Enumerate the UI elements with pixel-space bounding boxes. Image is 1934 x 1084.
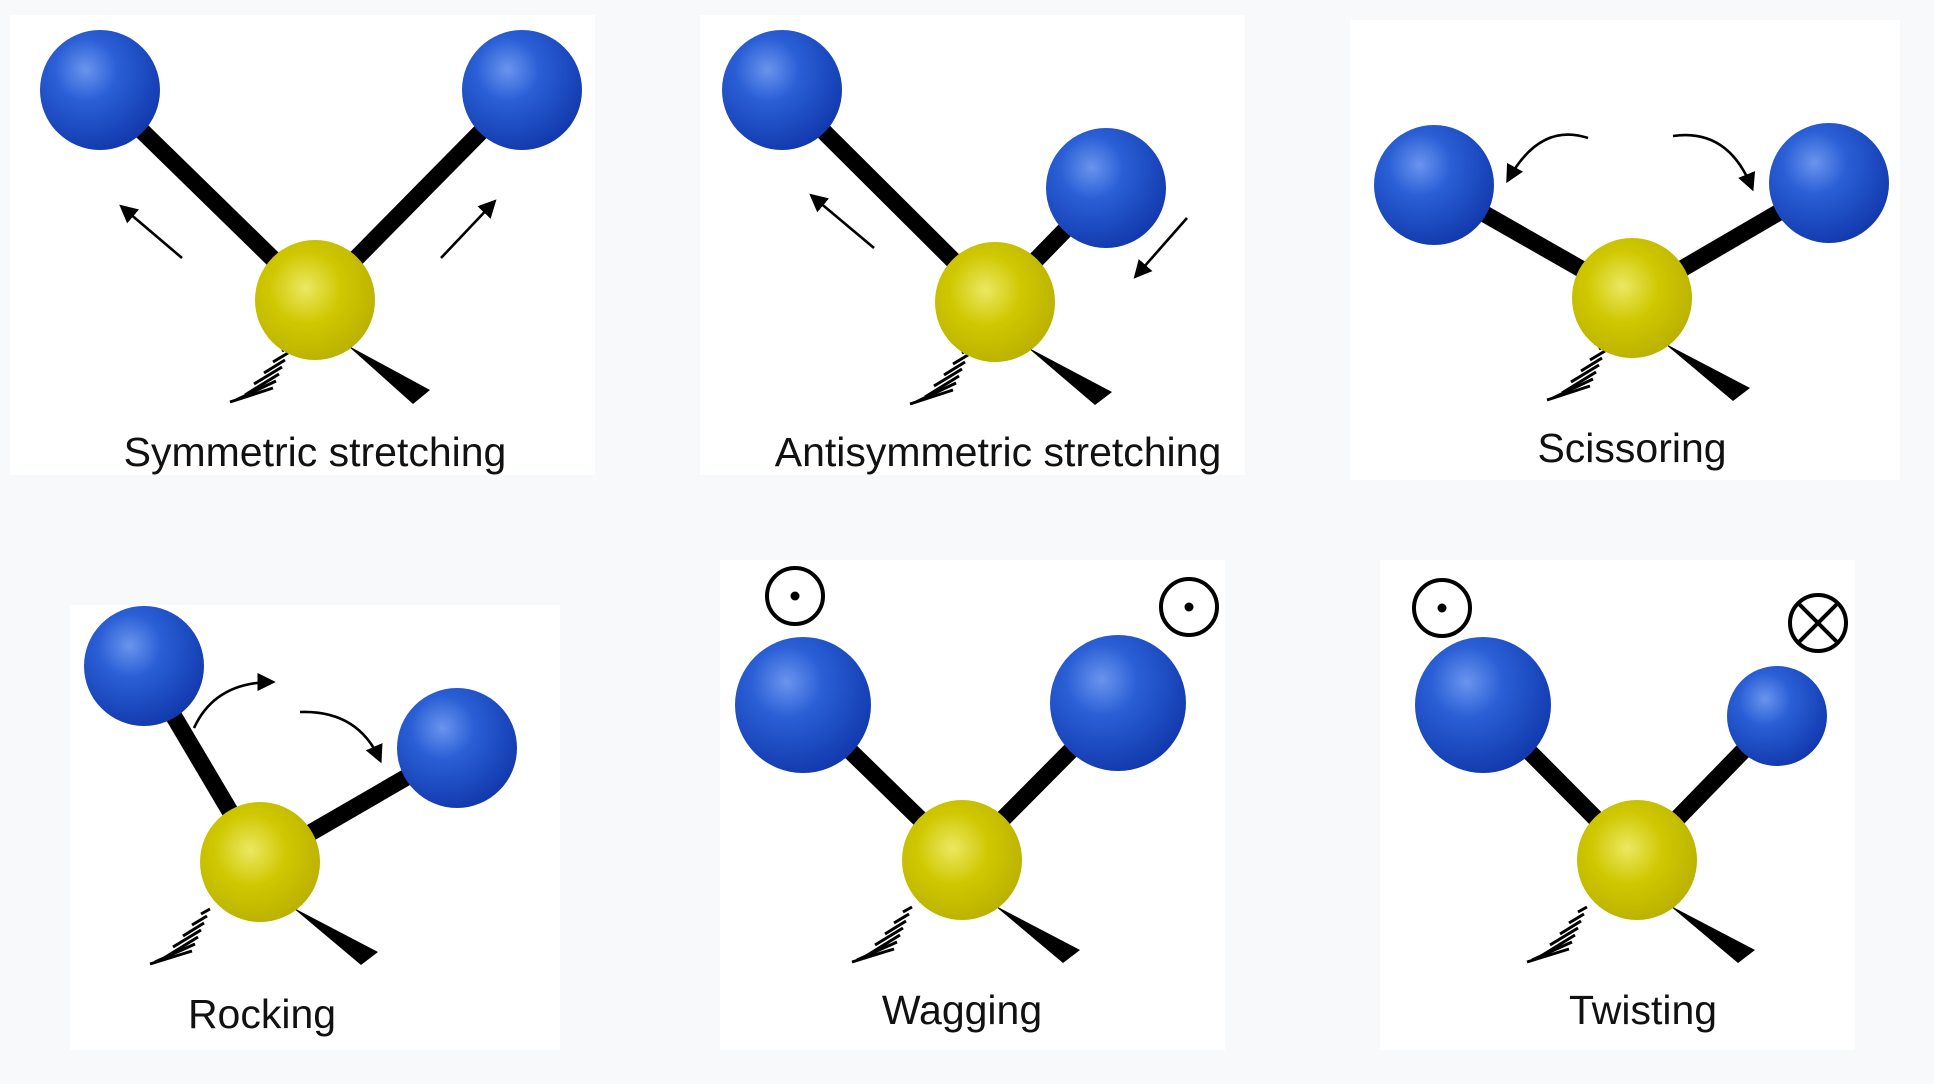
central-atom xyxy=(902,800,1022,920)
twisting-molecule xyxy=(1412,578,1848,964)
wagging-molecule xyxy=(735,566,1219,964)
outer-atom-right xyxy=(1046,128,1166,248)
outer-atom-left xyxy=(40,30,160,150)
central-atom xyxy=(1577,800,1697,920)
curved-arrow-icon xyxy=(299,710,383,764)
solid-wedge-icon xyxy=(1669,905,1755,963)
outer-atom-right xyxy=(1727,666,1827,766)
outer-atom-right xyxy=(397,688,517,808)
scissoring-molecule xyxy=(1374,123,1889,402)
outer-atom-left xyxy=(1415,637,1551,773)
curved-arrow-icon xyxy=(1672,133,1756,192)
out-of-plane-dot-icon xyxy=(1412,578,1472,638)
outer-atom-left xyxy=(84,606,204,726)
central-atom xyxy=(935,242,1055,362)
central-atom xyxy=(1572,238,1692,358)
central-atom xyxy=(255,240,375,360)
curved-arrow-icon xyxy=(192,672,276,729)
hatched-wedge-icon xyxy=(1546,342,1609,402)
outer-atom-right xyxy=(1050,635,1186,771)
mode-label: Antisymmetric stretching xyxy=(775,429,1222,475)
solid-wedge-icon xyxy=(347,345,430,404)
solid-wedge-icon xyxy=(994,905,1080,963)
outer-atom-left xyxy=(735,637,871,773)
arrow-icon xyxy=(440,199,497,259)
solid-wedge-icon xyxy=(1664,343,1750,401)
curved-arrow-icon xyxy=(1506,133,1589,184)
out-of-plane-dot-icon xyxy=(765,566,825,626)
mode-label: Twisting xyxy=(1569,987,1717,1033)
outer-atom-right xyxy=(462,30,582,150)
hatched-wedge-icon xyxy=(851,905,913,964)
mode-label: Scissoring xyxy=(1537,425,1726,471)
mode-label: Symmetric stretching xyxy=(124,429,507,475)
solid-wedge-icon xyxy=(1027,347,1112,405)
rocking-molecule xyxy=(84,606,517,966)
hatched-wedge-icon xyxy=(229,344,292,404)
mode-label: Wagging xyxy=(882,987,1042,1033)
into-plane-cross-icon xyxy=(1788,593,1848,653)
central-atom xyxy=(200,802,320,922)
arrow-icon xyxy=(119,204,183,259)
outer-atom-left xyxy=(722,30,842,150)
outer-atom-right xyxy=(1769,123,1889,243)
symmetric-stretching-molecule xyxy=(40,30,582,404)
arrow-icon xyxy=(1133,217,1188,279)
arrow-icon xyxy=(809,193,875,249)
mode-label: Rocking xyxy=(188,991,336,1037)
hatched-wedge-icon xyxy=(149,907,211,966)
out-of-plane-dot-icon xyxy=(1159,577,1219,637)
hatched-wedge-icon xyxy=(1526,905,1588,964)
antisymmetric-stretching-molecule xyxy=(722,30,1188,406)
outer-atom-left xyxy=(1374,125,1494,245)
solid-wedge-icon xyxy=(292,907,378,965)
